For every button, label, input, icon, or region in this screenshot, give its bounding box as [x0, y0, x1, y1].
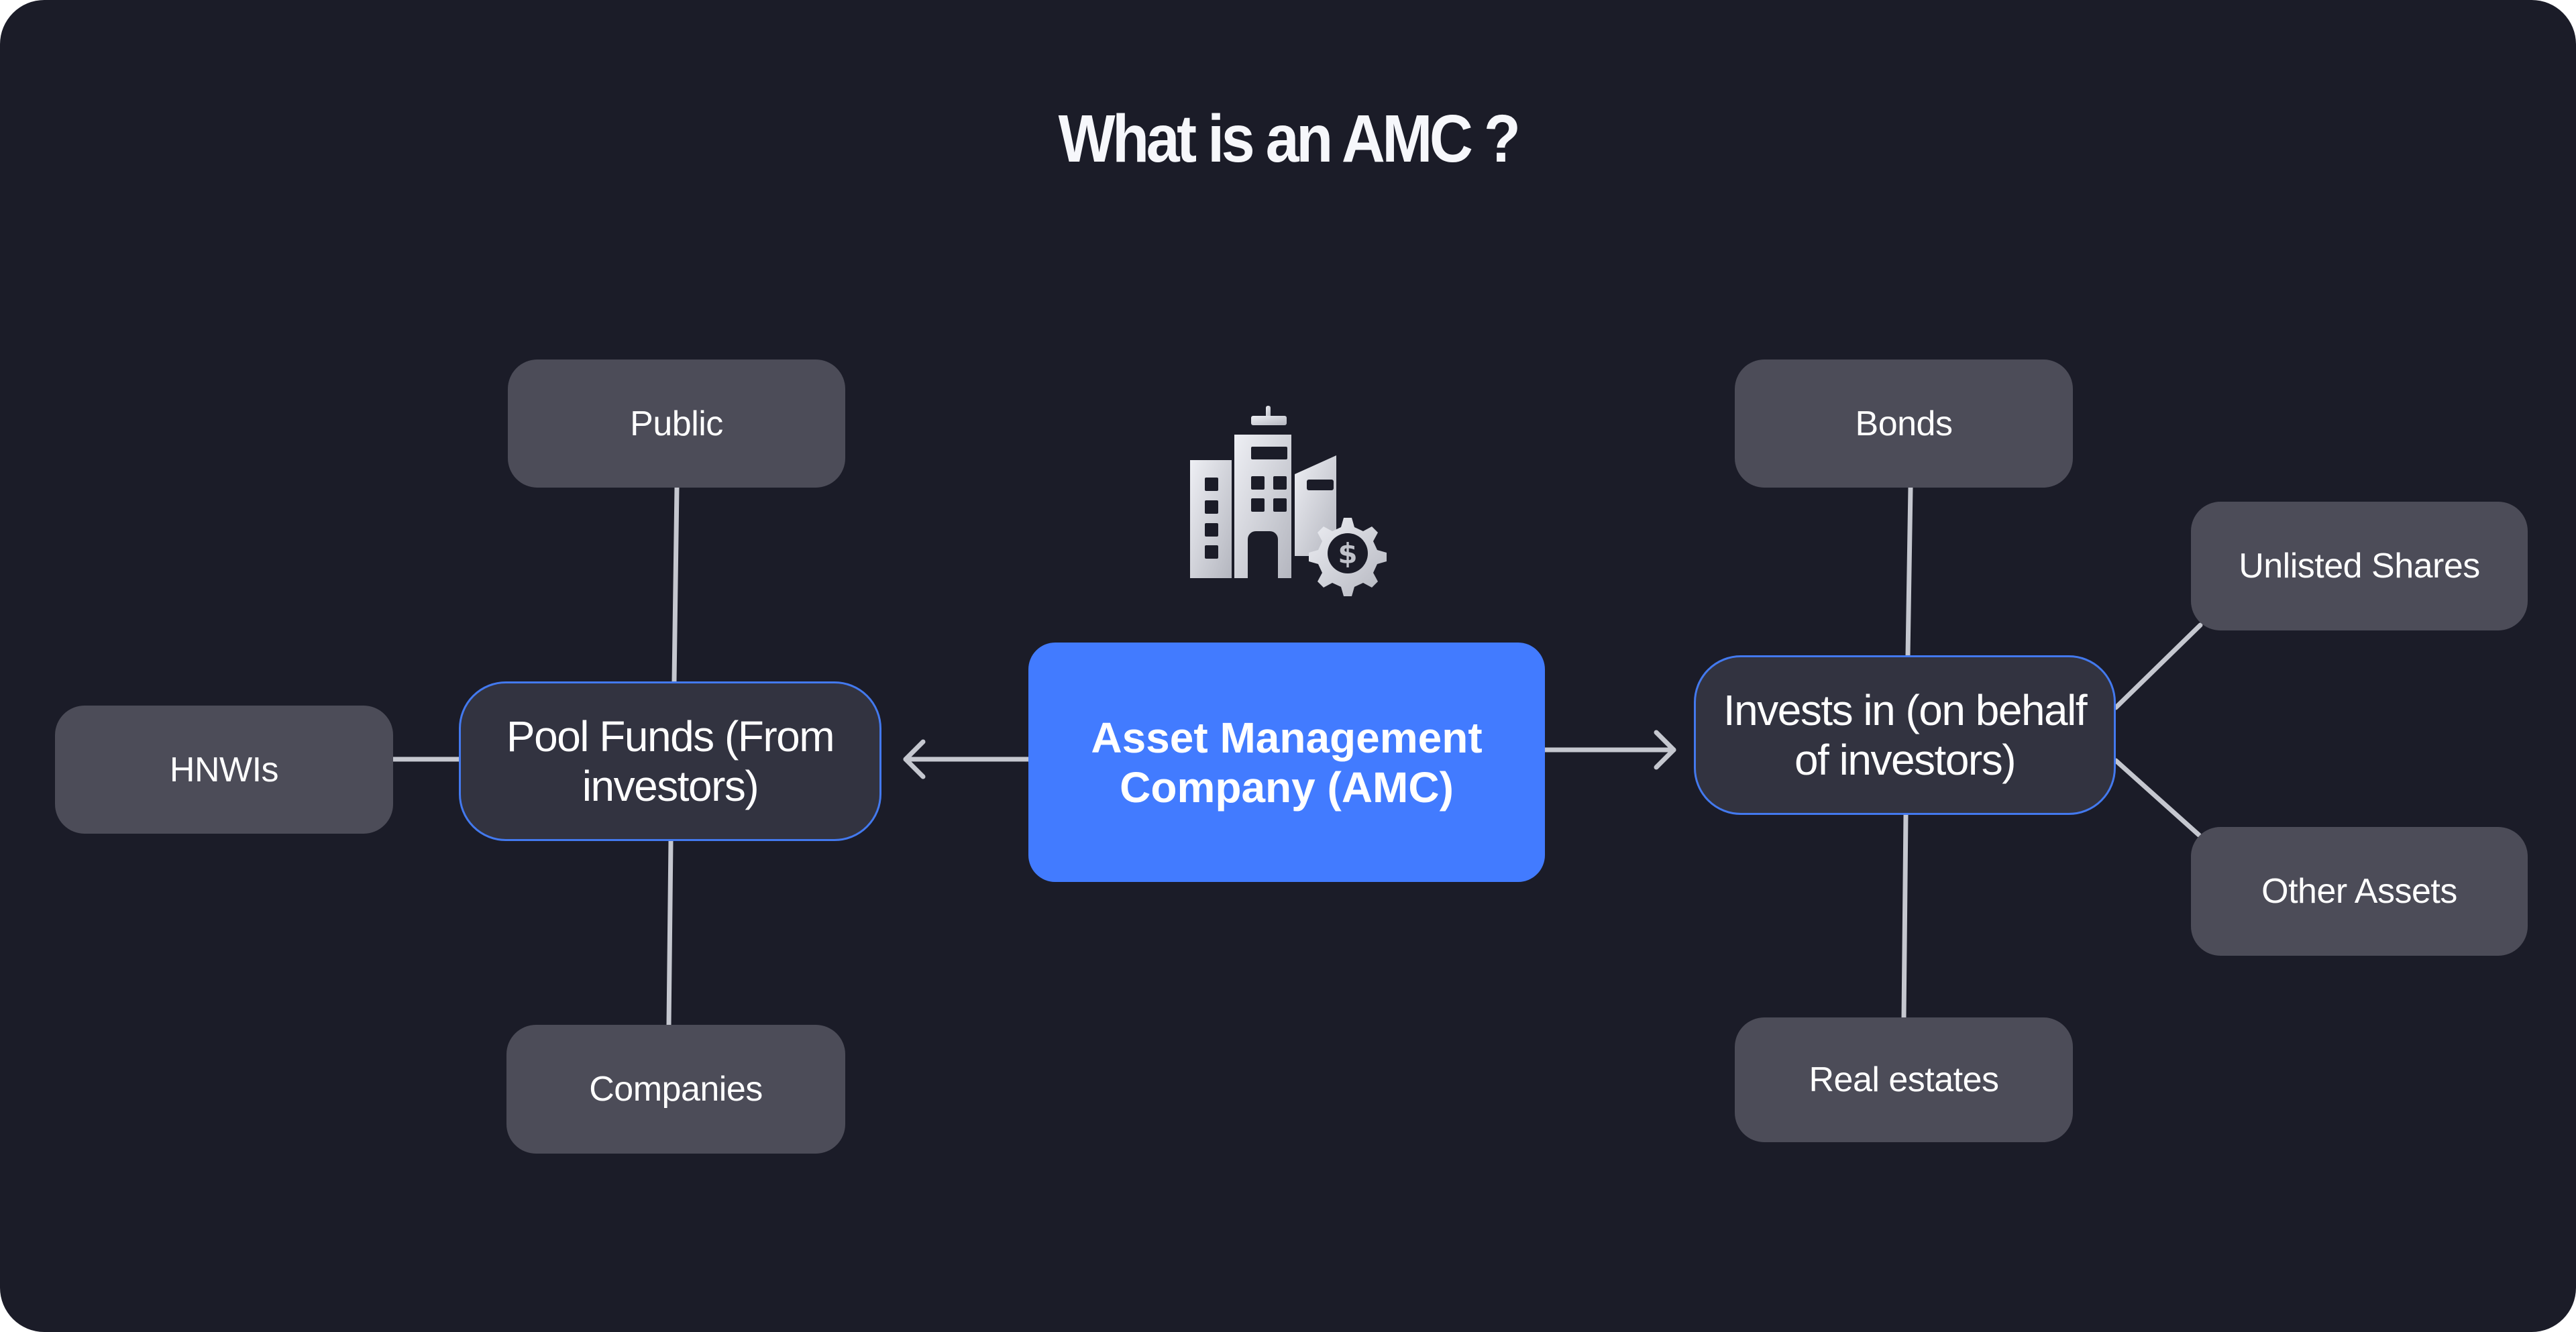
amc-node: Asset Management Company (AMC) — [1028, 643, 1545, 882]
target-real-estates-label: Real estates — [1809, 1060, 1999, 1099]
svg-text:$: $ — [1338, 537, 1357, 570]
target-real-estates: Real estates — [1735, 1017, 2073, 1142]
target-bonds: Bonds — [1735, 359, 2073, 488]
invests-in-node: Invests in (on behalf of investors) — [1694, 655, 2116, 815]
connector-invests-unlisted — [2113, 622, 2203, 710]
pool-funds-label: Pool Funds (From investors) — [506, 712, 835, 810]
target-unlisted-shares: Unlisted Shares — [2191, 502, 2528, 630]
source-companies: Companies — [506, 1025, 845, 1154]
diagram-title: What is an AMC ? — [1058, 101, 1521, 176]
arrow-to-invests-in — [1542, 730, 1676, 770]
target-bonds-label: Bonds — [1855, 404, 1953, 443]
target-unlisted-shares-label: Unlisted Shares — [2239, 547, 2480, 586]
connector-pool-companies — [666, 838, 674, 1028]
source-public: Public — [508, 359, 845, 488]
source-hnwis: HNWIs — [55, 706, 393, 834]
target-other-assets-label: Other Assets — [2261, 872, 2457, 911]
connector-invests-realestates — [1901, 812, 1909, 1020]
connector-bonds-invests — [1905, 485, 1913, 658]
source-companies-label: Companies — [589, 1070, 763, 1109]
target-other-assets: Other Assets — [2191, 827, 2528, 956]
connector-invests-other — [2113, 758, 2202, 838]
amc-label: Asset Management Company (AMC) — [1091, 713, 1483, 812]
arrow-to-pool-funds — [903, 739, 1031, 779]
source-public-label: Public — [630, 404, 723, 443]
source-hnwis-label: HNWIs — [169, 750, 279, 789]
connector-public-pool — [672, 485, 680, 684]
pool-funds-node: Pool Funds (From investors) — [459, 681, 881, 841]
building-gear-dollar-icon: $ — [1187, 402, 1389, 597]
invests-in-label: Invests in (on behalf of investors) — [1723, 686, 2088, 784]
